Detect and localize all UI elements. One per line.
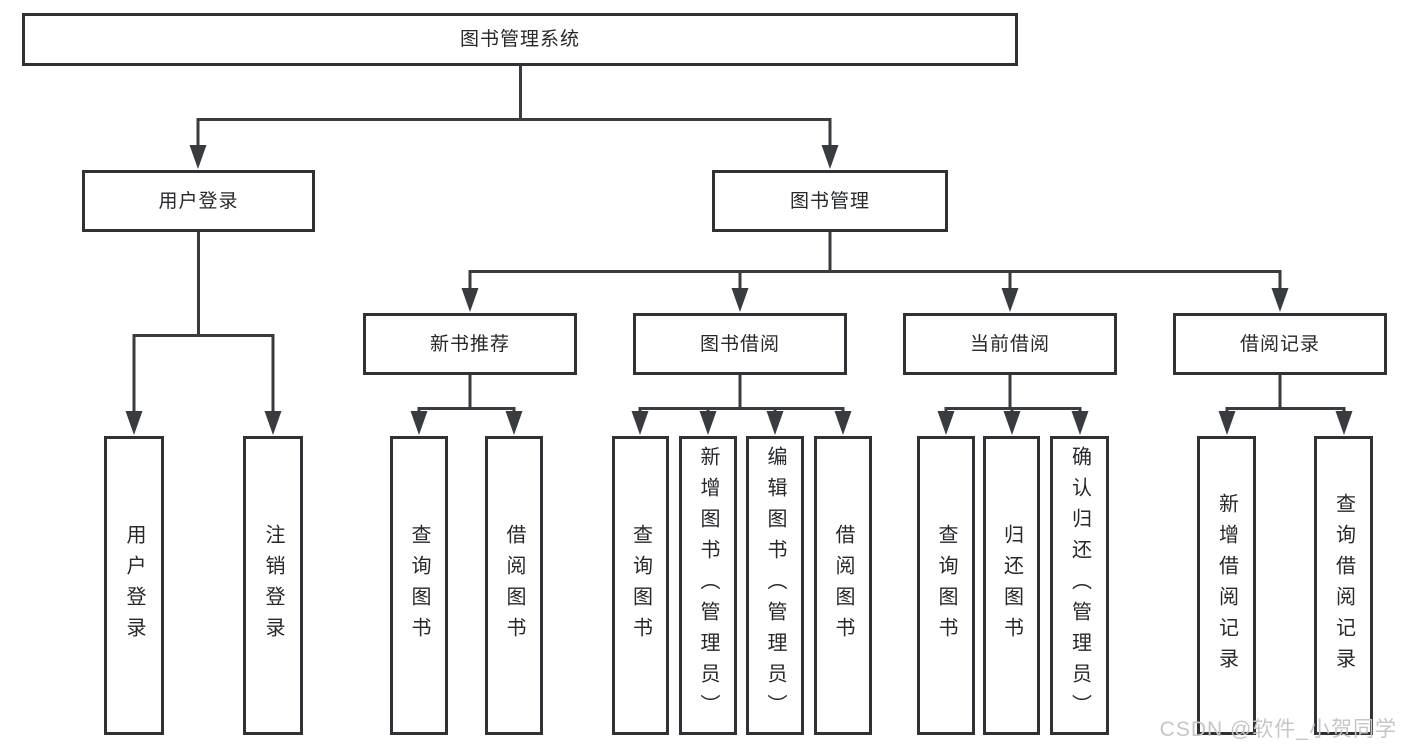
node-book-management-branch: 图书管理 (712, 170, 948, 232)
edge-bookmgmt-arrowheads (461, 288, 1289, 312)
node-new-book-recommendation: 新书推荐 (363, 313, 577, 375)
leaf-add-borrow-record: 新增借阅记录 (1197, 436, 1256, 735)
node-book-borrowing: 图书借阅 (633, 313, 847, 375)
edge-root-to-level2 (196, 64, 832, 152)
node-borrowing-records: 借阅记录 (1173, 313, 1387, 375)
edge-root-arrowheads (189, 145, 839, 169)
edge-newbook-arrowheads (410, 411, 523, 435)
leaf-logout: 注销登录 (243, 436, 303, 735)
leaf-borrow-books: 借阅图书 (814, 436, 872, 735)
leaf-query-books-current: 查询图书 (917, 436, 975, 735)
leaf-return-books: 归还图书 (983, 436, 1040, 735)
edge-current-to-children (944, 373, 1082, 415)
leaf-add-books-admin: 新增图书（管理员） (679, 436, 737, 735)
leaf-confirm-return-admin: 确认归还（管理员） (1050, 436, 1109, 735)
edge-current-arrowheads (937, 411, 1089, 435)
edge-newbook-to-children (417, 373, 516, 415)
leaf-query-borrow-record: 查询借阅记录 (1314, 436, 1373, 735)
node-user-login-branch: 用户登录 (82, 170, 315, 232)
edge-records-to-children (1225, 373, 1346, 415)
edge-borrow-to-children (638, 373, 845, 415)
leaf-query-books-recommend: 查询图书 (390, 436, 448, 735)
edge-records-arrowheads (1218, 411, 1353, 435)
edge-userlogin-arrowheads (125, 411, 282, 435)
edge-borrow-arrowheads (631, 411, 852, 435)
edge-userlogin-to-children (132, 230, 275, 415)
edge-bookmgmt-to-level3 (468, 230, 1282, 292)
node-current-borrowing: 当前借阅 (903, 313, 1117, 375)
leaf-query-books-borrow: 查询图书 (612, 436, 669, 735)
node-library-management-system: 图书管理系统 (22, 13, 1018, 66)
leaf-borrow-books-recommend: 借阅图书 (485, 436, 543, 735)
leaf-user-login: 用户登录 (104, 436, 164, 735)
csdn-watermark: CSDN @软件_小贺同学 (1159, 718, 1397, 741)
leaf-edit-books-admin: 编辑图书（管理员） (746, 436, 804, 735)
